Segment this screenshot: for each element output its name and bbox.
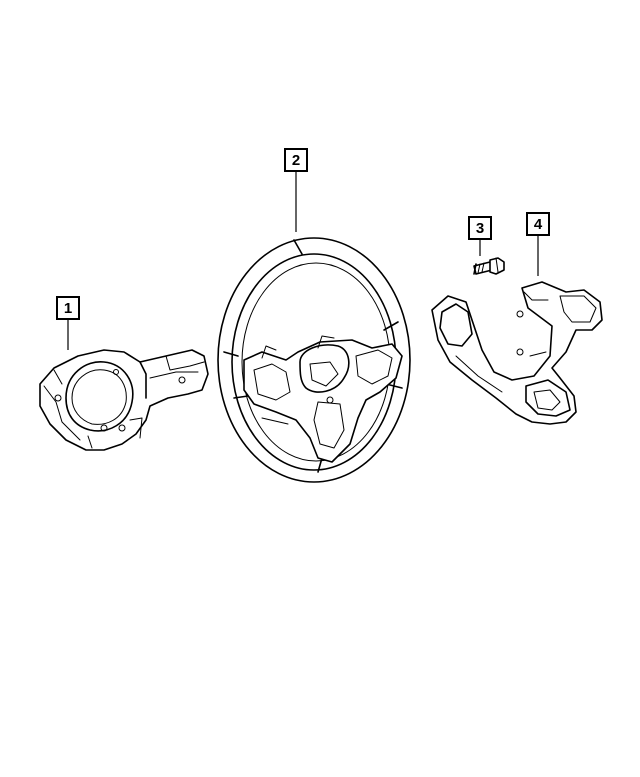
part-3-screw-drawing (473, 257, 505, 275)
callout-2: 2 (284, 148, 308, 172)
callout-4: 4 (526, 212, 550, 236)
part-4-bezel-drawing (431, 281, 603, 425)
part-1-shroud-drawing (39, 349, 209, 451)
callout-3: 3 (468, 216, 492, 240)
part-2-steering-wheel-drawing (217, 237, 411, 483)
callout-1: 1 (56, 296, 80, 320)
